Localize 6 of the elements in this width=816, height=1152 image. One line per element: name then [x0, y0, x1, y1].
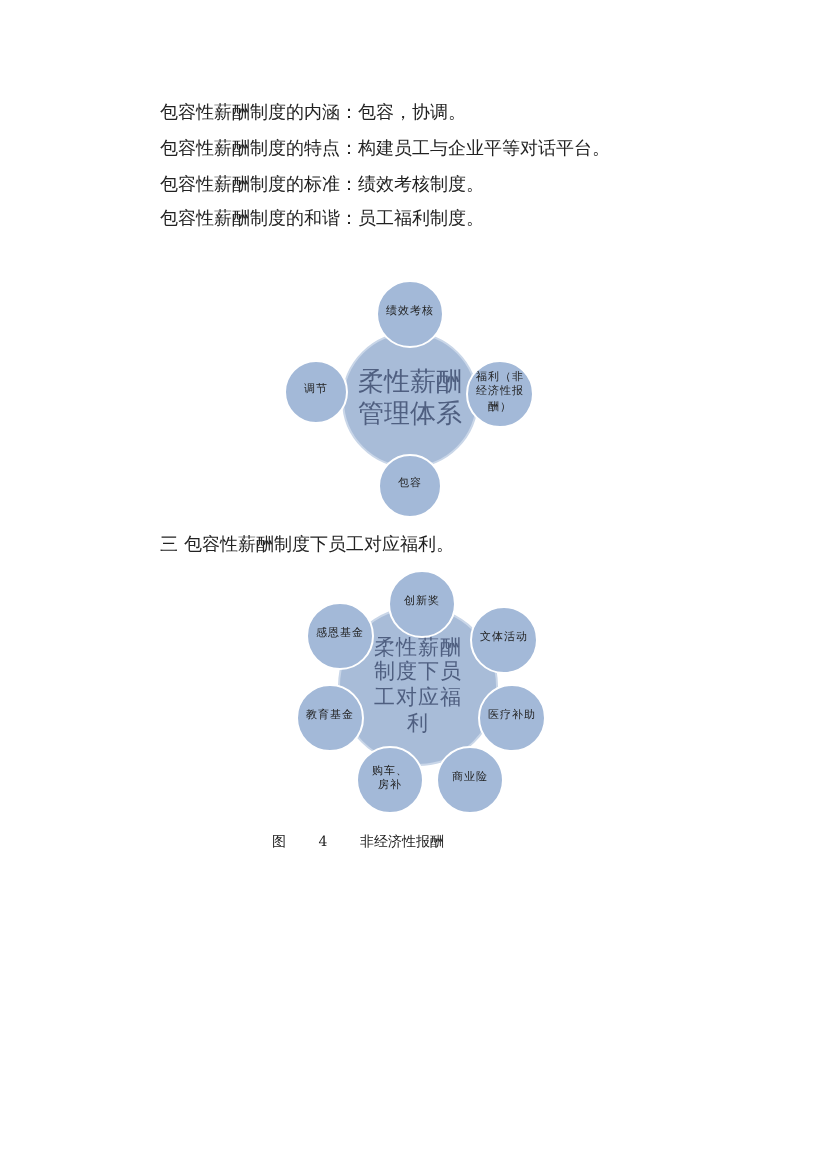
- text-line: 包容性薪酬制度的内涵：包容，协调。: [160, 101, 466, 126]
- text-line: 三 包容性薪酬制度下员工对应福利。: [160, 533, 454, 558]
- text-line: 包容性薪酬制度的标准：绩效考核制度。: [160, 173, 484, 198]
- text-line: 包容性薪酬制度的特点：构建员工与企业平等对话平台。: [160, 137, 610, 162]
- text-line: 包容性薪酬制度的和谐：员工福利制度。: [160, 207, 484, 232]
- hub-circle: 柔性薪酬管理体系: [342, 332, 478, 468]
